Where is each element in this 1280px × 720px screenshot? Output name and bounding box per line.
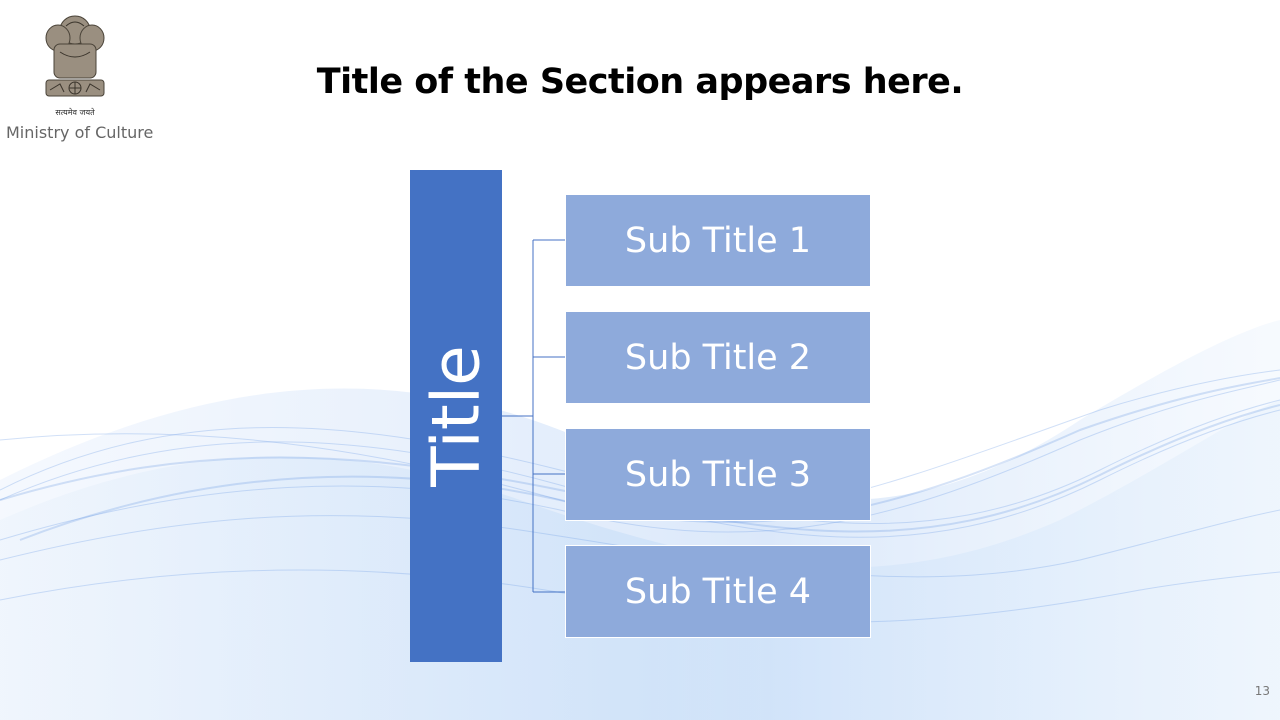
slide-title: Title of the Section appears here. <box>316 62 964 102</box>
emblem-motto: सत्यमेव जयते <box>55 108 95 117</box>
subtitle-label-1: Sub Title 1 <box>624 220 812 261</box>
national-emblem-logo <box>45 15 105 97</box>
page-number: 13 <box>1254 684 1270 698</box>
subtitle-label-4: Sub Title 4 <box>624 571 812 612</box>
emblem-block: सत्यमेव जयते Ministry of Culture <box>0 0 160 150</box>
subtitle-box-2: Sub Title 2 <box>565 311 871 404</box>
subtitle-box-1: Sub Title 1 <box>565 194 871 287</box>
ministry-label: Ministry of Culture <box>6 123 154 142</box>
main-title-box: Title <box>410 170 502 662</box>
subtitle-box-4: Sub Title 4 <box>565 545 871 638</box>
subtitle-box-3: Sub Title 3 <box>565 428 871 521</box>
subtitle-label-3: Sub Title 3 <box>624 454 812 495</box>
subtitle-label-2: Sub Title 2 <box>624 337 812 378</box>
main-title-label: Title <box>417 345 495 487</box>
